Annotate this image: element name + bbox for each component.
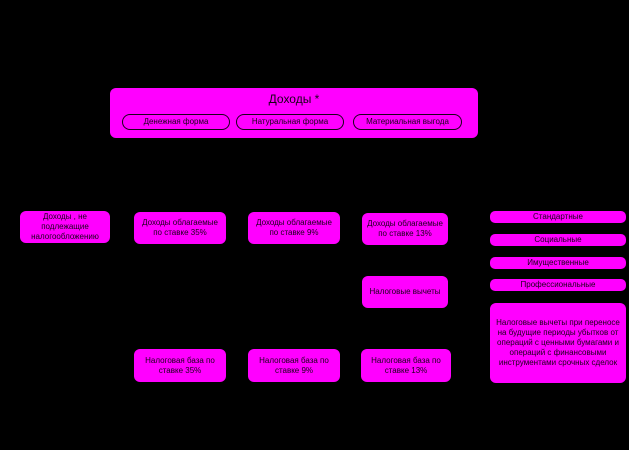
form-money: Денежная форма (122, 114, 230, 130)
tax-deductions-box: Налоговые вычеты (362, 276, 448, 308)
tax-base-13-box: Налоговая база по ставке 13% (361, 349, 451, 382)
income-header-block: Доходы * Денежная форма Натуральная форм… (110, 88, 478, 138)
deduction-standard: Стандартные (490, 211, 626, 223)
tax-base-35-box: Налоговая база по ставке 35% (134, 349, 226, 382)
deduction-property: Имущественные (490, 257, 626, 269)
income-title: Доходы * (268, 92, 320, 106)
tax-base-9-box: Налоговая база по ставке 9% (248, 349, 340, 382)
form-natural: Натуральная форма (236, 114, 344, 130)
income-13-box: Доходы облагаемые по ставке 13% (362, 213, 448, 245)
deduction-professional: Профессиональные (490, 279, 626, 291)
form-material-benefit: Материальная выгода (353, 114, 462, 130)
loss-carryforward-deduction-box: Налоговые вычеты при переносе на будущие… (490, 303, 626, 383)
income-35-box: Доходы облагаемые по ставке 35% (134, 212, 226, 244)
deduction-social: Социальные (490, 234, 626, 246)
non-taxable-income-box: Доходы , не подлежащие налогообложению (20, 211, 110, 243)
income-9-box: Доходы облагаемые по ставке 9% (248, 212, 340, 244)
